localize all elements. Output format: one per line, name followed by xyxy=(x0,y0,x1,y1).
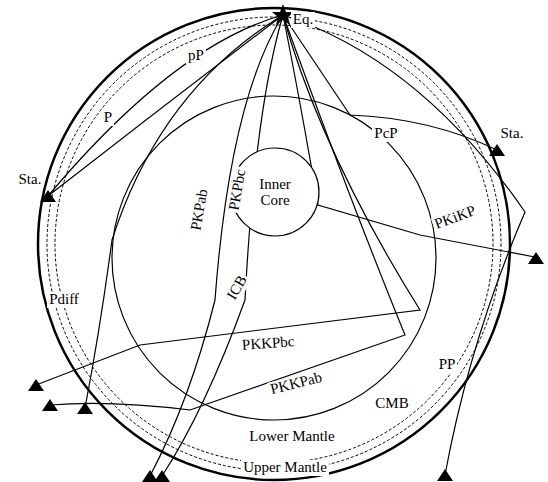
phase-label: Lower Mantle xyxy=(247,429,336,445)
phase-label: PKPab xyxy=(188,186,211,234)
phase-label: PKKPab xyxy=(267,370,326,399)
phase-label: Pdiff xyxy=(47,292,81,308)
phase-label: PKiKP xyxy=(430,203,479,234)
phase-label: Sta. xyxy=(17,172,44,188)
phase-label: Upper Mantle xyxy=(241,460,329,476)
phase-label: Eq. xyxy=(291,12,315,28)
phase-label: PcP xyxy=(372,126,399,142)
phase-label: ICB xyxy=(224,271,252,304)
phase-label: PP xyxy=(437,357,458,373)
phase-label: P xyxy=(102,110,114,126)
region-label: Inner Core xyxy=(245,176,305,209)
phase-label: Sta. xyxy=(499,126,526,142)
phase-label: CMB xyxy=(373,396,410,412)
phase-label: PKKPbc xyxy=(239,334,296,354)
phase-label: pP xyxy=(186,48,206,64)
